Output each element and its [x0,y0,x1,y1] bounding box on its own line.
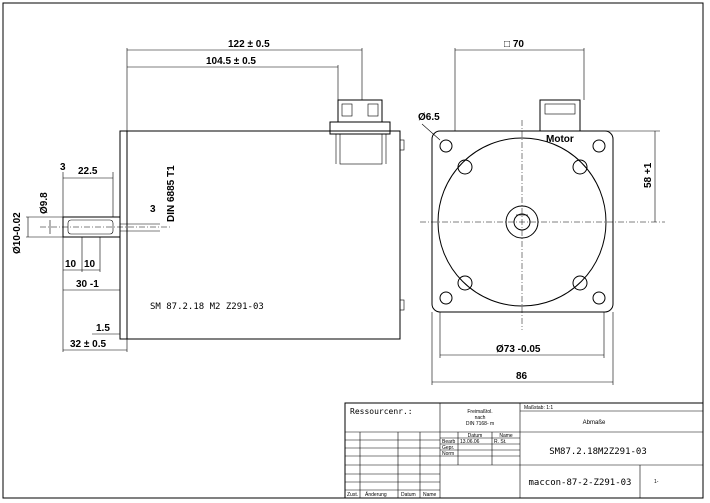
tb-norm: Norm [442,451,454,457]
connector-pin-b [367,103,379,117]
tb-name-footer: Name [423,492,437,498]
tb-gepr: Gepr. [442,445,454,451]
tb-bearb: Bearb [442,439,456,445]
tb-zust: Zust. [347,492,358,498]
dim-30: 30 -1 [76,279,99,290]
tb-bearb-date: 13.06.06 [460,439,480,445]
dim-flange-width: 86 [516,371,528,382]
dim-flat-length: 22.5 [78,166,98,177]
din-label: DIN 6885 T1 [166,165,177,222]
dim-body-length: 104.5 ± 0.5 [206,56,256,67]
bolt-hole-tl [457,159,473,175]
corner-hole-br [592,291,606,305]
dim-10-a: 10 [65,259,77,270]
connector-front-inner [544,103,576,115]
title-block: Ressourcenr.: Freimaßtol. nach DIN 7168-… [344,402,704,499]
model-label: SM 87.2.18 M2 Z291-03 [150,302,264,312]
tb-abmasse: Abmaße [583,420,606,426]
dim-flat-dia: Ø9.8 [39,192,50,214]
tb-massstab: Maßstab: 1:1 [524,405,553,411]
tb-drawing-number: maccon-87-2-Z291-03 [529,478,632,488]
tb-freimass-1: Freimaßtol. [467,409,492,415]
dim-shaft-dia: Ø10-0.02 [12,212,23,254]
dim-flat-offset: 3 [60,162,66,173]
rear-stub-a [399,139,405,151]
corner-hole-bl [439,291,453,305]
dim-key-3: 3 [150,204,156,215]
flange-square [431,130,614,313]
bolt-hole-br [572,275,588,291]
connector-front [539,99,581,132]
connector-housing [339,133,383,165]
motor-label: Motor [546,134,574,145]
dim-overall-length: 122 ± 0.5 [228,39,270,50]
connector-body [337,99,383,123]
tb-datum-header: Datum [468,433,483,439]
dim-pilot-dia: Ø73 -0.05 [496,344,541,355]
dim-height-58: 58 +1 [643,162,654,188]
tb-freimass-2: nach [475,415,486,421]
tb-freimass-3: DIN 7168- m [466,421,494,427]
dim-1-5: 1.5 [96,323,110,334]
dim-square: □ 70 [504,39,524,50]
tb-anderung: Änderung [365,491,387,498]
tb-datum-footer: Datum [401,492,416,498]
leader-hole-dia [421,123,441,141]
dim-32: 32 ± 0.5 [70,339,107,350]
bolt-hole-tr [572,159,588,175]
bolt-hole-bl [457,275,473,291]
tb-bearb-name: R. St. [494,439,507,445]
connector-base [329,121,391,135]
flange-plate [119,130,128,340]
tb-part-number: SM87.2.18M2Z291-03 [549,447,647,457]
title-block-frame [344,402,704,499]
rear-stub-b [399,299,405,311]
flange-circle [437,137,607,307]
tb-sheet: 1- [654,479,659,485]
corner-hole-tr [592,139,606,153]
dim-hole-dia: Ø6.5 [418,112,440,123]
tb-ressource: Ressourcenr.: [350,407,413,416]
connector-pin-a [341,103,353,117]
tb-name-header: Name [499,433,513,439]
corner-hole-tl [439,139,453,153]
dim-10-b: 10 [84,259,96,270]
